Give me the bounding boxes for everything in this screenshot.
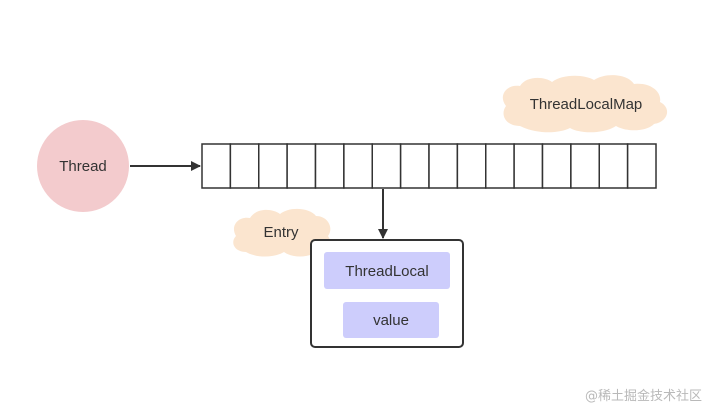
map-slot bbox=[570, 143, 601, 189]
entry-box: ThreadLocal value bbox=[310, 239, 464, 348]
map-slot bbox=[626, 143, 657, 189]
map-slot bbox=[513, 143, 544, 189]
map-slot bbox=[258, 143, 288, 189]
entry-cloud-shape bbox=[233, 208, 331, 257]
map-slot bbox=[371, 143, 402, 189]
map-slot bbox=[541, 143, 572, 189]
map-array bbox=[201, 143, 657, 189]
map-slot bbox=[399, 143, 430, 189]
map-cloud: ThreadLocalMap bbox=[502, 75, 668, 133]
thread-node: Thread bbox=[37, 120, 129, 212]
value-field-label: value bbox=[373, 312, 409, 329]
thread-circle bbox=[37, 120, 129, 212]
map-slot bbox=[229, 143, 260, 189]
map-slot bbox=[598, 143, 629, 189]
map-slot bbox=[343, 143, 374, 189]
map-slot bbox=[201, 143, 232, 189]
map-slot bbox=[428, 143, 459, 189]
map-cloud-shape bbox=[502, 75, 668, 133]
map-slot bbox=[286, 143, 317, 189]
entry-cloud: Entry bbox=[233, 208, 331, 257]
map-slot bbox=[456, 143, 487, 189]
entry-label: Entry bbox=[263, 224, 299, 241]
threadlocal-field-label: ThreadLocal bbox=[345, 263, 428, 280]
thread-label: Thread bbox=[59, 158, 107, 175]
watermark: @稀土掘金技术社区 bbox=[584, 389, 702, 404]
map-slot bbox=[485, 143, 515, 189]
threadlocal-field bbox=[324, 252, 450, 289]
map-slot bbox=[314, 143, 345, 189]
map-label: ThreadLocalMap bbox=[530, 96, 643, 113]
value-field bbox=[343, 302, 439, 338]
